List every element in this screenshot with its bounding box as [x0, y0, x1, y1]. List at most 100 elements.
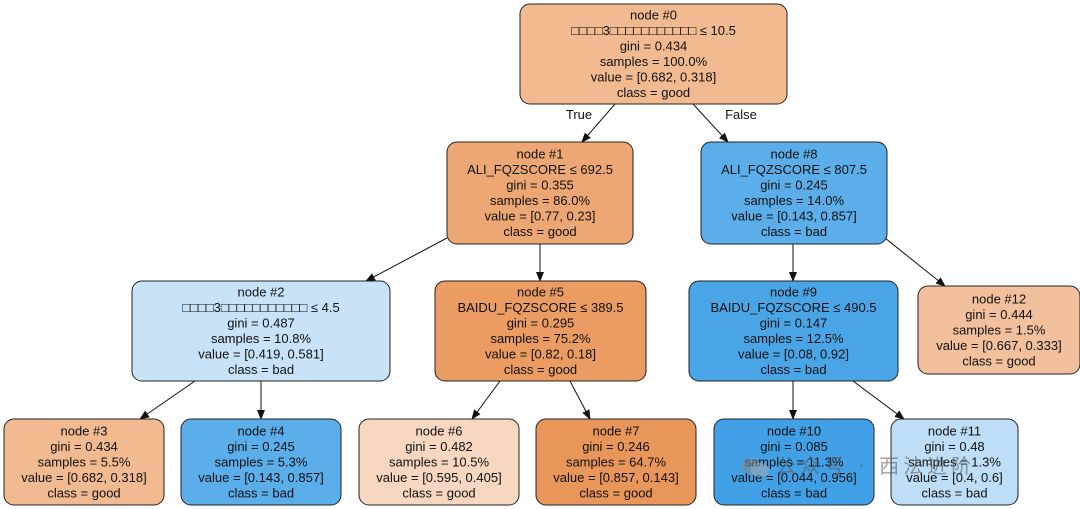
edges	[139, 103, 946, 420]
node-3-line: samples = 5.5%	[38, 454, 131, 469]
node-9-line: gini = 0.147	[760, 316, 828, 331]
node-0-line: samples = 100.0%	[600, 54, 708, 69]
edge-0-8	[692, 103, 729, 143]
node-12-box	[917, 285, 1080, 375]
node-11-box	[890, 418, 1019, 506]
node-2-line: □□□□3□□□□□□□□□□□ ≤ 4.5	[182, 300, 339, 315]
node-7-box	[535, 418, 697, 506]
node-2-box	[131, 280, 391, 382]
node-9-line: samples = 12.5%	[743, 331, 844, 346]
node-0-line: gini = 0.434	[620, 39, 688, 54]
node-1-line: node #1	[517, 147, 564, 162]
node-6-line: value = [0.595, 0.405]	[376, 470, 501, 485]
node-8-line: gini = 0.245	[760, 178, 828, 193]
node-6-line: node #6	[416, 423, 463, 438]
node-7-line: gini = 0.246	[582, 439, 650, 454]
node-11-line: value = [0.4, 0.6]	[906, 470, 1002, 485]
node-4-line: gini = 0.245	[227, 439, 295, 454]
node-8-line: samples = 14.0%	[744, 193, 845, 208]
node-9-line: class = bad	[760, 362, 826, 377]
node-3-line: value = [0.682, 0.318]	[21, 470, 146, 485]
node-9-line: node #9	[770, 285, 817, 300]
node-0-line: value = [0.682, 0.318]	[591, 70, 716, 85]
edge-5-7	[569, 380, 591, 420]
wechat-logo-icon	[740, 456, 770, 480]
node-8-box	[700, 141, 888, 245]
node-0-line: □□□□3□□□□□□□□□□□ ≤ 10.5	[571, 23, 736, 38]
edge-0-1	[581, 103, 616, 143]
node-2-line: node #2	[238, 285, 285, 300]
node-9-box	[688, 280, 899, 382]
edge-1-2	[365, 237, 448, 282]
node-2-line: class = bad	[228, 362, 294, 377]
node-5-line: node #5	[517, 285, 564, 300]
node-12-line: samples = 1.5%	[953, 322, 1046, 337]
edge-9-11	[852, 380, 905, 420]
node-9-line: BAIDU_FQZSCORE ≤ 490.5	[710, 300, 876, 315]
node-6-line: class = good	[402, 485, 475, 500]
node-3-line: node #3	[61, 423, 108, 438]
node-5-line: gini = 0.295	[507, 316, 575, 331]
node-10-box	[713, 418, 875, 506]
node-1-line: value = [0.77, 0.23]	[485, 209, 596, 224]
node-2-line: gini = 0.487	[227, 316, 295, 331]
node-7-line: samples = 64.7%	[566, 454, 667, 469]
node-10-line: samples = 11.3%	[744, 454, 844, 469]
node-11-line: samples = 1.3%	[908, 454, 1001, 469]
node-8-line: node #8	[771, 147, 818, 162]
node-6-box	[358, 418, 520, 506]
watermark-text: 公众号 · 西法进阶	[776, 454, 976, 478]
node-7-line: node #7	[593, 423, 640, 438]
node-5-line: class = good	[504, 362, 577, 377]
node-4-line: value = [0.143, 0.857]	[198, 470, 323, 485]
node-6-line: gini = 0.482	[405, 439, 473, 454]
watermark: 公众号 · 西法进阶	[740, 450, 1050, 480]
node-11-line: class = bad	[921, 485, 987, 500]
edge-5-6	[471, 380, 501, 420]
node-12-line: value = [0.667, 0.333]	[936, 338, 1061, 353]
node-10-line: node #10	[767, 423, 821, 438]
node-1-line: class = good	[503, 224, 576, 239]
edge-2-3	[139, 380, 196, 420]
node-4-line: node #4	[238, 423, 285, 438]
node-1-line: ALI_FQZSCORE ≤ 692.5	[467, 162, 613, 177]
node-7-line: value = [0.857, 0.143]	[553, 470, 678, 485]
node-3-line: gini = 0.434	[50, 439, 118, 454]
node-1-line: gini = 0.355	[506, 178, 574, 193]
node-8-line: ALI_FQZSCORE ≤ 807.5	[721, 162, 867, 177]
node-5-box	[434, 280, 647, 382]
node-8-line: value = [0.143, 0.857]	[731, 209, 856, 224]
edge-8-12	[879, 233, 946, 287]
node-4-line: samples = 5.3%	[215, 454, 308, 469]
node-12-line: class = good	[962, 353, 1035, 368]
node-8-line: class = bad	[761, 224, 827, 239]
node-10-line: class = bad	[761, 485, 827, 500]
node-4-line: class = bad	[228, 485, 294, 500]
node-7-line: class = good	[579, 485, 652, 500]
node-5-line: BAIDU_FQZSCORE ≤ 389.5	[457, 300, 623, 315]
node-0-line: node #0	[630, 8, 677, 23]
node-0-box	[519, 3, 788, 105]
edge-label-true: True	[566, 107, 592, 122]
node-6-line: samples = 10.5%	[389, 454, 490, 469]
node-9-line: value = [0.08, 0.92]	[738, 347, 849, 362]
node-12-line: gini = 0.444	[965, 307, 1033, 322]
edge-label-false: False	[725, 107, 757, 122]
node-3-box	[3, 418, 165, 506]
node-11-line: gini = 0.48	[924, 439, 984, 454]
node-10-line: gini = 0.085	[760, 439, 828, 454]
node-5-line: value = [0.82, 0.18]	[485, 347, 596, 362]
